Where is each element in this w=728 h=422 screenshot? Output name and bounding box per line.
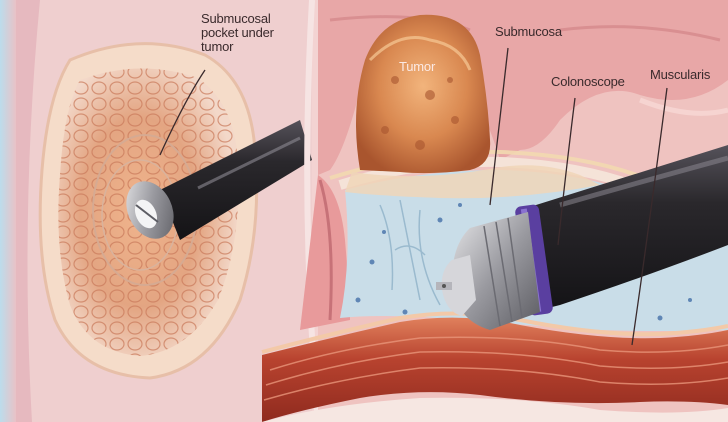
label-submucosal-pocket: Submucosal pocket under tumor	[201, 12, 274, 54]
label-submucosa: Submucosa	[495, 25, 562, 39]
label-tumor: Tumor	[399, 60, 435, 74]
label-muscularis: Muscularis	[650, 68, 710, 82]
label-colonoscope: Colonoscope	[551, 75, 625, 89]
left-edge-blue	[0, 0, 16, 422]
